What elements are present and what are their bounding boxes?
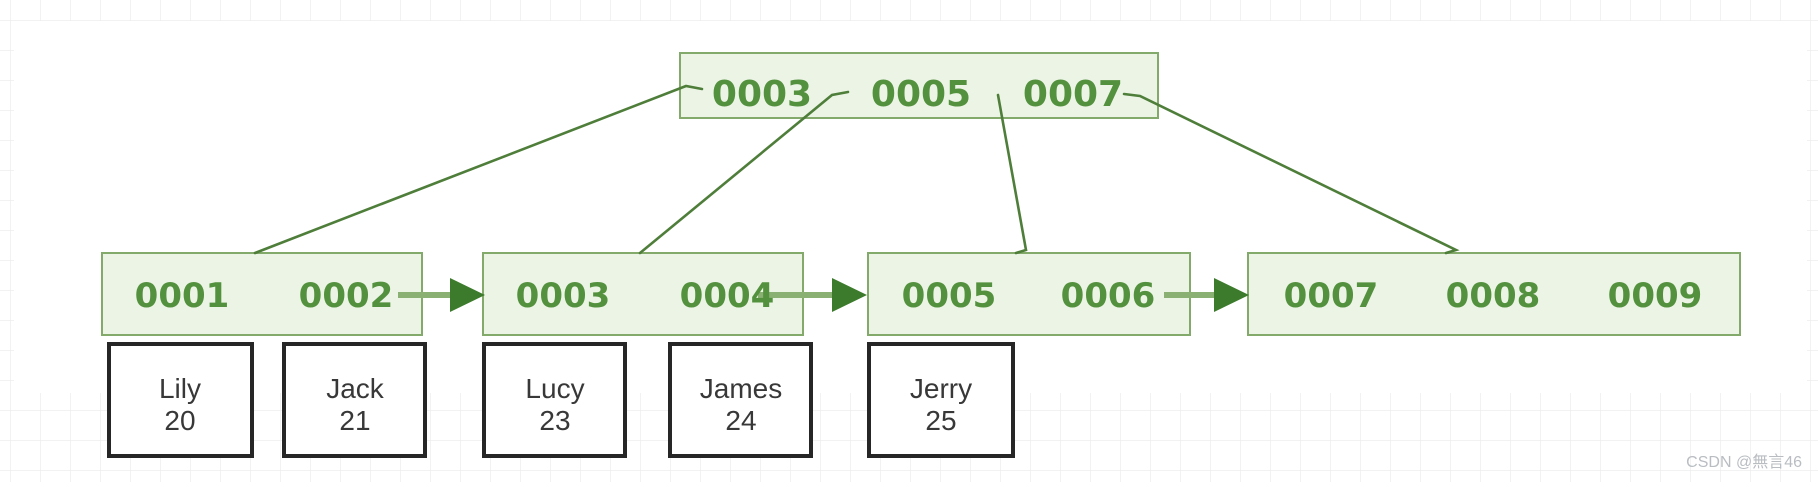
leaf1-key-2: 0002: [299, 276, 394, 316]
record-jack-name: Jack: [326, 373, 385, 404]
record-lily-name: Lily: [159, 373, 201, 404]
connector-root-leaf2: [638, 90, 850, 255]
record-lucy-age: 23: [539, 405, 570, 436]
record-jerry: Jerry 25: [867, 342, 1015, 458]
leaf3-key-2: 0006: [1061, 276, 1156, 316]
record-lily-box: [107, 342, 254, 458]
leaf4-key-2: 0008: [1446, 276, 1541, 316]
record-james-box: [668, 342, 813, 458]
record-james: James 24: [668, 342, 813, 458]
record-lucy-box: [482, 342, 627, 458]
leaf-node-keys: 0001 0002 0003 0004 0005 0006 0007 0008 …: [135, 276, 1703, 316]
record-jerry-age: 25: [925, 405, 956, 436]
record-jack-age: 21: [339, 405, 370, 436]
record-jack-box: [282, 342, 427, 458]
record-jack: Jack 21: [282, 342, 427, 458]
record-james-name: James: [700, 373, 782, 404]
leaf-node-1-box: [101, 252, 423, 336]
link-arrow-2-head: [832, 278, 867, 312]
root-key-3: 0007: [1023, 74, 1123, 115]
record-jerry-box: [867, 342, 1015, 458]
leaf-node-2-box: [482, 252, 804, 336]
leaf2-key-2: 0004: [680, 276, 775, 316]
root-key-2: 0005: [871, 74, 971, 115]
record-lucy: Lucy 23: [482, 342, 627, 458]
record-jerry-name: Jerry: [910, 373, 972, 404]
data-records: Lily 20 Jack 21 Lucy 23 James 24 Jerry 2…: [107, 342, 1015, 458]
leaf-node-3-box: [867, 252, 1191, 336]
leaf4-key-3: 0009: [1608, 276, 1703, 316]
root-node-keys: 0003 0005 0007: [712, 74, 1123, 115]
link-arrow-1-head: [450, 278, 485, 312]
connector-root-leaf3: [996, 93, 1028, 255]
leaf3-key-1: 0005: [902, 276, 997, 316]
parent-child-connectors: [253, 84, 1460, 255]
connector-root-leaf4: [1122, 92, 1460, 255]
record-lily-age: 20: [164, 405, 195, 436]
record-lucy-name: Lucy: [525, 373, 584, 404]
connector-root-leaf1: [253, 84, 704, 255]
leaf-link-arrows: [398, 278, 1249, 312]
link-arrow-3-head: [1214, 278, 1249, 312]
record-lily: Lily 20: [107, 342, 254, 458]
tree-nodes: [101, 52, 1741, 336]
csdn-watermark: CSDN @無言46: [1686, 453, 1802, 471]
leaf1-key-1: 0001: [135, 276, 230, 316]
leaf-node-4-box: [1247, 252, 1741, 336]
root-key-1: 0003: [712, 74, 812, 115]
leaf2-key-1: 0003: [516, 276, 611, 316]
record-james-age: 24: [725, 405, 756, 436]
root-node-box: [679, 52, 1159, 119]
leaf4-key-1: 0007: [1284, 276, 1379, 316]
